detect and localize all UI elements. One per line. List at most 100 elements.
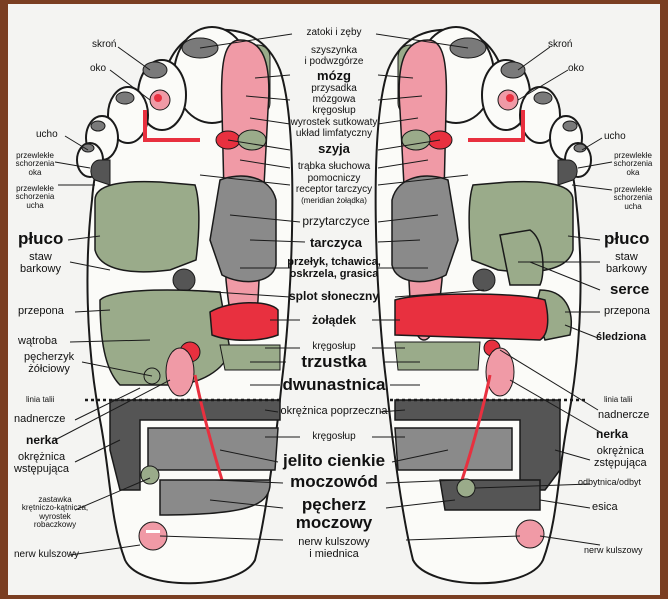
label-nerw-kulszowy-c1: nerw kulszowy <box>298 537 370 549</box>
label-left-przepona: przepona <box>18 306 64 318</box>
label-left-okreznica-1: okrężnica <box>14 452 69 464</box>
label-left-przewlekle-oka-3: oka <box>14 169 56 177</box>
right-esica <box>440 480 540 510</box>
label-pecherz: pęcherz <box>302 496 366 514</box>
label-jelito: jelito cienkie <box>283 452 385 470</box>
label-right-przewlekle-ucha-3: ucha <box>612 203 654 211</box>
label-pomocniczy: pomocniczy <box>308 174 361 185</box>
label-left-nadnercze: nadnercze <box>14 414 65 426</box>
label-right-nadnercze: nadnercze <box>598 410 649 422</box>
label-zoladek: żołądek <box>312 314 356 327</box>
label-kregoslup-2: kręgosłup <box>312 342 355 353</box>
right-toe4-top <box>563 121 577 131</box>
label-right-pluco: płuco <box>604 230 649 248</box>
label-wyrostek: wyrostek sutkowaty <box>291 118 378 129</box>
label-left-staw-1: staw <box>20 252 61 264</box>
label-left-pecherzyk: pęcherzyk żółciowy <box>24 352 74 375</box>
label-przelyk-1: przełyk, tchawica, <box>287 257 381 269</box>
label-right-ucho: ucho <box>604 132 626 143</box>
label-left-skron: skroń <box>92 40 116 51</box>
right-oko-inner <box>506 94 514 102</box>
left-toe3-top <box>116 92 134 104</box>
right-staw <box>473 269 495 291</box>
right-nerka <box>486 348 514 396</box>
label-right-serce: serce <box>610 282 649 298</box>
left-trzustka <box>220 345 280 370</box>
label-left-nerw-kulszowy: nerw kulszowy <box>14 550 79 561</box>
label-tarczyca: tarczyca <box>310 236 362 250</box>
right-toe5-top <box>574 144 586 152</box>
label-right-skron: skroń <box>548 40 572 51</box>
left-toe2-top <box>143 62 167 78</box>
left-nerw-kulszowy-bar <box>146 530 160 533</box>
label-right-okreznica: okrężnica zstępująca <box>594 446 647 469</box>
label-right-nerka: nerka <box>596 428 628 441</box>
label-left-oko: oko <box>90 64 106 75</box>
label-right-staw-2: barkowy <box>606 264 647 276</box>
label-left-zastawka-4: robaczkowy <box>14 521 96 529</box>
label-right-przewlekle-oka-3: oka <box>612 169 654 177</box>
label-right-linia-talii: linia talii <box>604 396 632 404</box>
label-left-watroba: wątroba <box>18 336 57 348</box>
label-szyszynka: szyszynka <box>311 46 357 57</box>
left-watroba <box>100 290 230 385</box>
right-zoladek <box>395 294 548 340</box>
label-kregoslup-3: kręgosłup <box>312 432 355 443</box>
label-zatoki: zatoki i zęby <box>306 28 361 39</box>
label-right-odbytnica: odbytnica/odbyt <box>578 478 641 487</box>
left-nerka <box>166 348 194 396</box>
label-przysadka: przysadka <box>311 84 357 95</box>
label-mozg: mózg <box>317 69 351 83</box>
label-trabka: trąbka słuchowa <box>298 162 370 173</box>
label-left-przewlekle-oka: przewlekłe schorzenia oka <box>14 152 56 177</box>
label-right-nerw-kulszowy: nerw kulszowy <box>584 546 643 555</box>
right-jelito <box>395 428 512 470</box>
label-right-staw: staw barkowy <box>606 252 647 275</box>
label-meridian: (meridian żołądka) <box>301 197 367 205</box>
label-right-staw-1: staw <box>606 252 647 264</box>
left-neck-green <box>238 130 266 150</box>
label-przytarczyce: przytarczyce <box>302 215 369 228</box>
label-left-staw: staw barkowy <box>20 252 61 275</box>
label-moczowy: moczowy <box>296 514 373 532</box>
left-zoladek <box>210 303 278 341</box>
label-left-staw-2: barkowy <box>20 264 61 276</box>
label-left-pluco: płuco <box>18 230 63 248</box>
left-toe4-top <box>91 121 105 131</box>
left-pluco <box>95 182 199 272</box>
label-nerw-kulszowy-c2: i miednica <box>309 549 359 561</box>
right-toe2-top <box>501 62 525 78</box>
right-neck-green <box>402 130 430 150</box>
label-dwunastnica: dwunastnica <box>283 376 386 394</box>
label-left-nerka: nerka <box>26 434 58 447</box>
label-moczowod: moczowód <box>290 473 378 491</box>
right-tarczyca <box>392 176 458 282</box>
label-receptor: receptor tarczycy <box>296 185 372 196</box>
label-szyja: szyja <box>318 142 350 156</box>
label-left-przewlekle-ucha-3: ucha <box>14 202 56 210</box>
label-right-przewlekle-oka: przewlekłe schorzenia oka <box>612 152 654 177</box>
label-right-okreznica-2: zstępująca <box>594 458 647 470</box>
label-mozgowa: mózgowa <box>313 95 356 106</box>
label-right-esica: esica <box>592 502 618 514</box>
label-trzustka: trzustka <box>301 353 366 371</box>
label-left-zastawka: zastawka krętniczo-kątnicza, wyrostek ro… <box>14 496 96 530</box>
label-left-linia-talii: linia talii <box>26 396 54 404</box>
right-trzustka <box>395 342 480 370</box>
right-odbytnica <box>457 479 475 497</box>
label-okreznica-poprzeczna: okrężnica poprzeczna <box>280 406 387 418</box>
label-right-oko: oko <box>568 64 584 75</box>
label-right-przepona: przepona <box>604 306 650 318</box>
label-left-ucho: ucho <box>36 130 58 141</box>
left-staw <box>173 269 195 291</box>
label-left-pecherzyk-2: żółciowy <box>24 364 74 376</box>
right-nerw-kulszowy <box>516 520 544 548</box>
label-left-okreznica-2: wstępująca <box>14 464 69 476</box>
label-uklad: układ limfatyczny <box>296 129 372 140</box>
left-oko-inner <box>154 94 162 102</box>
left-zastawka <box>141 466 159 484</box>
left-tarczyca <box>210 176 276 282</box>
label-right-przewlekle-ucha: przewlekłe schorzenia ucha <box>612 186 654 211</box>
label-left-przewlekle-ucha: przewlekłe schorzenia ucha <box>14 185 56 210</box>
